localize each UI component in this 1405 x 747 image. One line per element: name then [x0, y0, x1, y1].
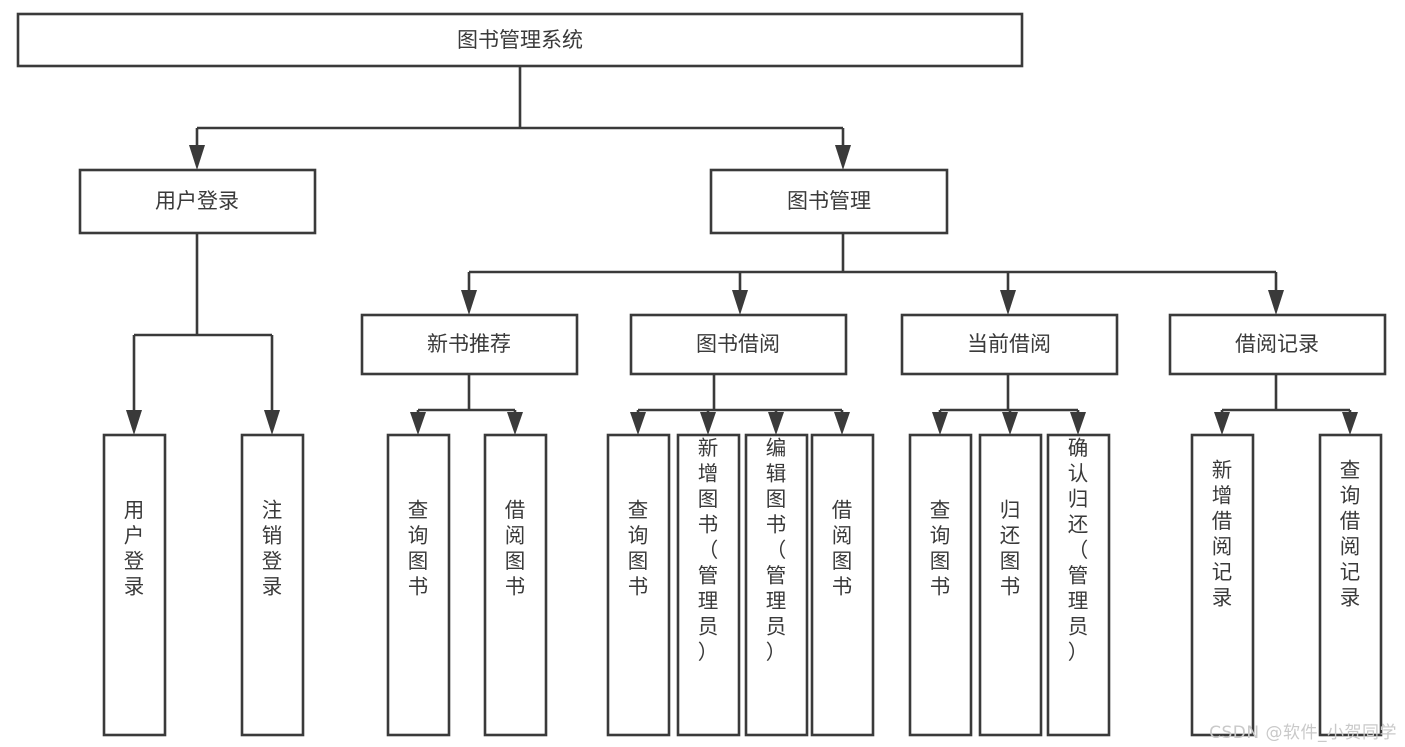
arrow-book-borrow [732, 290, 748, 315]
edge-group-root-to-level2 [189, 66, 851, 170]
node-leaf-confirm-return-label: 确认归还（管理员） [1068, 436, 1089, 664]
node-leaf-borrow-book-2-label: 借阅图书 [832, 498, 853, 599]
node-leaf-add-book-box[interactable] [676, 433, 741, 737]
arrow-borrow-record [1268, 290, 1284, 315]
arrow-user-login [189, 145, 205, 170]
node-current-borrow[interactable]: 当前借阅 [900, 313, 1119, 376]
arrow-leaf-confirm-return [1070, 412, 1086, 435]
node-leaf-return-book-box[interactable] [978, 433, 1043, 737]
node-leaf-return-book-label: 归还图书 [1000, 498, 1021, 599]
node-user-login[interactable]: 用户登录 [78, 168, 317, 235]
node-leaf-borrow-book-2-box[interactable] [810, 433, 875, 737]
node-leaf-borrow-book-1-box[interactable] [483, 433, 548, 737]
edge-group-borrow-record-children [1214, 374, 1358, 435]
arrow-leaf-return-book [1002, 412, 1018, 435]
node-leaf-borrow-book-1-label: 借阅图书 [505, 498, 526, 599]
node-leaf-query-record[interactable]: 查询借阅记录 [1318, 433, 1383, 737]
arrow-leaf-query-book-1 [410, 412, 426, 435]
node-book-manage-box[interactable] [709, 168, 949, 235]
arrow-leaf-add-record [1214, 412, 1230, 435]
node-root[interactable]: 图书管理系统 [16, 12, 1024, 68]
node-leaf-borrow-book-2[interactable]: 借阅图书 [810, 433, 875, 737]
node-root-label: 图书管理系统 [457, 28, 583, 52]
node-leaf-add-record-label: 新增借阅记录 [1212, 458, 1233, 610]
node-current-borrow-box[interactable] [900, 313, 1119, 376]
arrow-leaf-add-book [700, 412, 716, 435]
arrow-leaf-query-book-3 [932, 412, 948, 435]
edge-group-user-login-children [126, 233, 280, 435]
node-leaf-edit-book[interactable]: 编辑图书（管理员） [744, 433, 809, 737]
node-new-book-recommend-box[interactable] [360, 313, 579, 376]
arrow-leaf-user-login [126, 410, 142, 435]
arrow-leaf-borrow-book-1 [507, 412, 523, 435]
edge-group-new-book-recommend-children [410, 374, 523, 435]
node-leaf-confirm-return-box[interactable] [1046, 433, 1111, 737]
node-leaf-logout-login-box[interactable] [240, 433, 305, 737]
node-user-login-box[interactable] [78, 168, 317, 235]
node-new-book-recommend-label: 新书推荐 [427, 332, 511, 356]
node-leaf-add-record-box[interactable] [1190, 433, 1255, 737]
arrow-new-book-recommend [461, 290, 477, 315]
node-book-borrow-label: 图书借阅 [696, 332, 780, 356]
node-leaf-logout-login[interactable]: 注销登录 [240, 433, 305, 737]
arrow-leaf-logout-login [264, 410, 280, 435]
arrow-leaf-query-book-2 [630, 412, 646, 435]
arrow-current-borrow [1000, 290, 1016, 315]
node-leaf-borrow-book-1[interactable]: 借阅图书 [483, 433, 548, 737]
node-leaf-edit-book-box[interactable] [744, 433, 809, 737]
node-leaf-query-record-box[interactable] [1318, 433, 1383, 737]
arrow-leaf-edit-book [768, 412, 784, 435]
node-root-box[interactable] [16, 12, 1024, 68]
node-new-book-recommend[interactable]: 新书推荐 [360, 313, 579, 376]
node-leaf-query-book-3[interactable]: 查询图书 [908, 433, 973, 737]
arrow-book-manage [835, 145, 851, 170]
leaf-nodes: 用户登录 注销登录 查询图书 借阅图书 查询图书 新增图书（管理员） [102, 433, 1383, 737]
node-leaf-logout-login-label: 注销登录 [262, 498, 283, 599]
node-leaf-query-record-label: 查询借阅记录 [1340, 458, 1361, 610]
node-leaf-edit-book-label: 编辑图书（管理员） [766, 436, 787, 664]
node-leaf-return-book[interactable]: 归还图书 [978, 433, 1043, 737]
node-leaf-query-book-1[interactable]: 查询图书 [386, 433, 451, 737]
node-leaf-query-book-2[interactable]: 查询图书 [606, 433, 671, 737]
node-leaf-query-book-2-box[interactable] [606, 433, 671, 737]
node-leaf-add-book[interactable]: 新增图书（管理员） [676, 433, 741, 737]
node-leaf-query-book-2-label: 查询图书 [628, 498, 649, 599]
node-book-borrow-box[interactable] [629, 313, 848, 376]
node-current-borrow-label: 当前借阅 [967, 332, 1051, 356]
node-leaf-add-book-label: 新增图书（管理员） [698, 436, 719, 664]
node-user-login-label: 用户登录 [155, 189, 239, 213]
node-leaf-query-book-1-label: 查询图书 [408, 498, 429, 599]
node-book-borrow[interactable]: 图书借阅 [629, 313, 848, 376]
watermark-credit: CSDN @软件_小贺同学 [1209, 723, 1397, 743]
arrow-leaf-query-record [1342, 412, 1358, 435]
node-book-manage-label: 图书管理 [787, 189, 871, 213]
node-book-manage[interactable]: 图书管理 [709, 168, 949, 235]
node-borrow-record[interactable]: 借阅记录 [1168, 313, 1387, 376]
node-leaf-confirm-return[interactable]: 确认归还（管理员） [1046, 433, 1111, 737]
node-leaf-query-book-1-box[interactable] [386, 433, 451, 737]
edge-group-book-borrow-children [630, 374, 850, 435]
arrow-leaf-borrow-book-2 [834, 412, 850, 435]
node-leaf-query-book-3-label: 查询图书 [930, 498, 951, 599]
node-borrow-record-label: 借阅记录 [1235, 332, 1319, 356]
edge-group-current-borrow-children [932, 374, 1086, 435]
node-leaf-user-login[interactable]: 用户登录 [102, 433, 167, 737]
node-leaf-user-login-label: 用户登录 [124, 498, 145, 599]
node-leaf-query-book-3-box[interactable] [908, 433, 973, 737]
node-borrow-record-box[interactable] [1168, 313, 1387, 376]
edge-group-book-manage-children [461, 233, 1284, 315]
node-leaf-user-login-box[interactable] [102, 433, 167, 737]
node-leaf-add-record[interactable]: 新增借阅记录 [1190, 433, 1255, 737]
